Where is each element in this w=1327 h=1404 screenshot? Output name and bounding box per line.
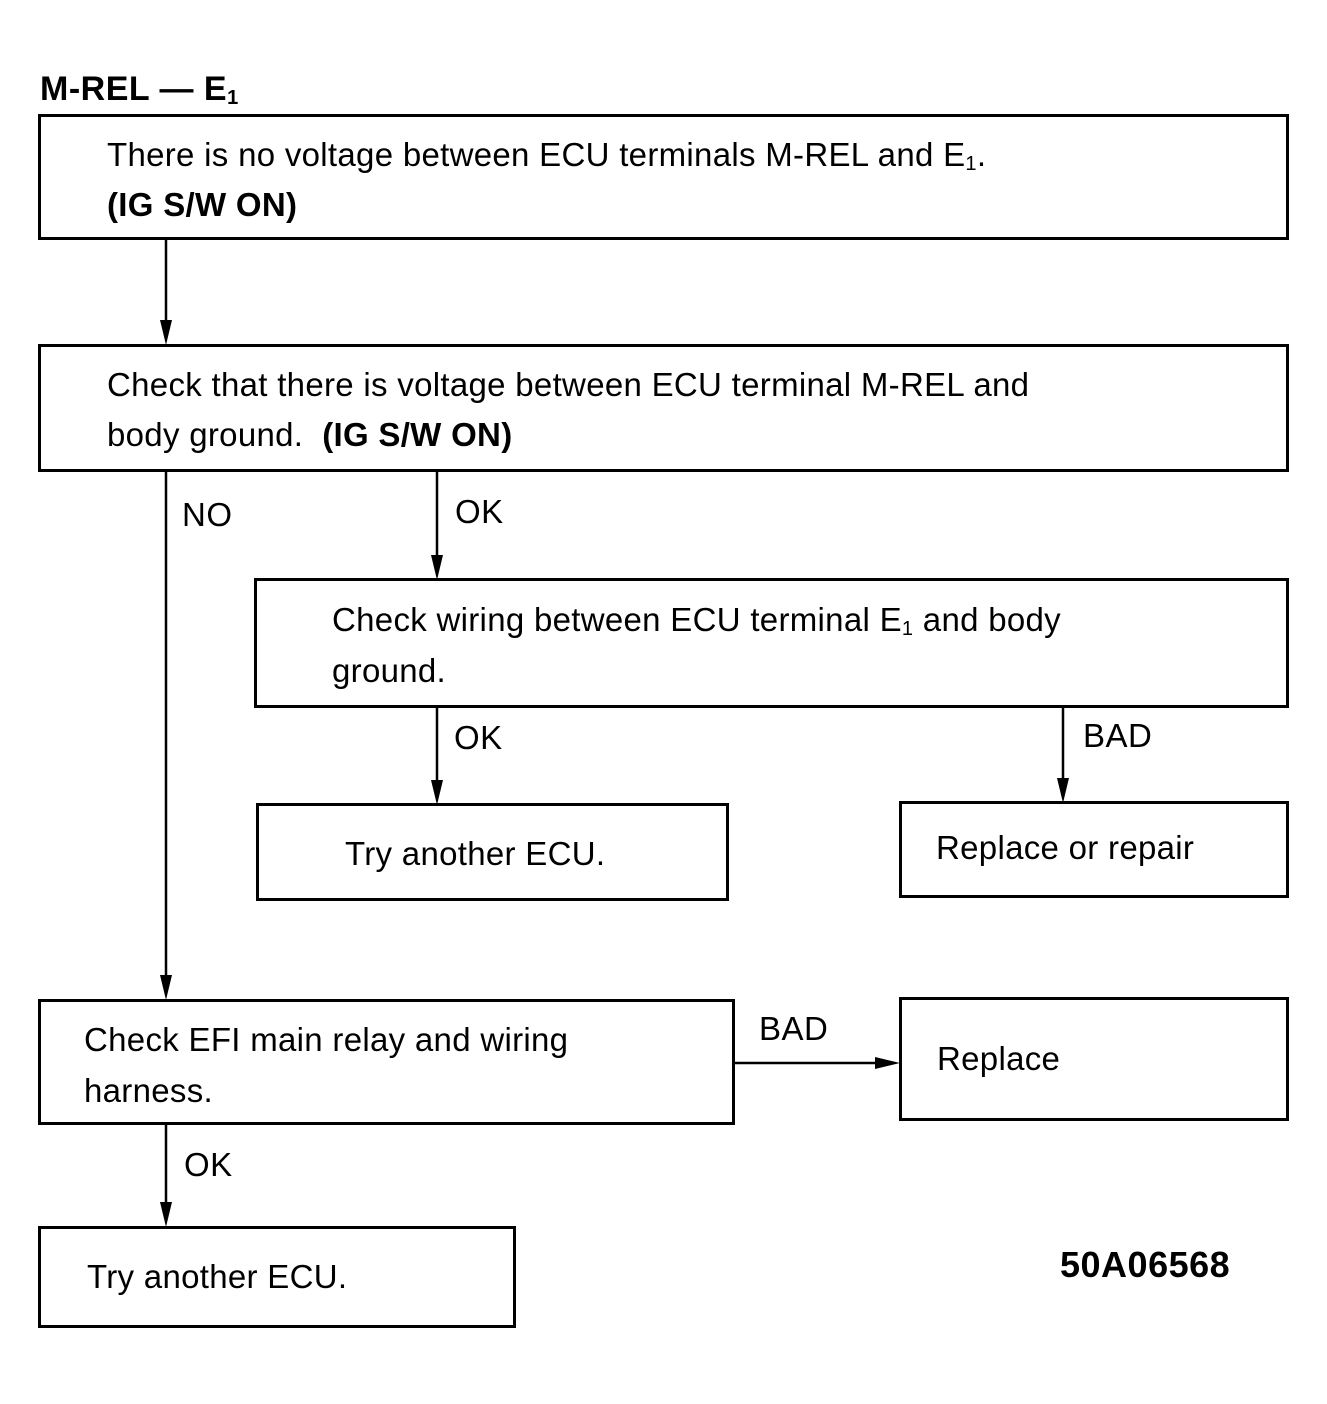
label-bad: BAD (759, 1010, 829, 1047)
replace-or-repair-text: Replace or repair (936, 829, 1195, 866)
and-body-text: and body (913, 601, 1061, 638)
ig-sw-on-condition: (IG S/W ON) (322, 416, 513, 453)
box-replace-or-repair: Replace or repair (899, 801, 1289, 898)
ig-sw-on-condition: (IG S/W ON) (107, 186, 298, 223)
title-main: M-REL — E (40, 70, 228, 108)
box-check-voltage-line2: body ground. (IG S/W ON) (107, 409, 512, 461)
label-bad: BAD (1083, 717, 1153, 754)
box-check-voltage: Check that there is voltage between ECU … (38, 344, 1289, 472)
arrowhead-box2 (160, 320, 172, 345)
body-ground-text: body ground. (107, 416, 304, 453)
box-no-voltage: There is no voltage between ECU terminal… (38, 114, 1289, 240)
diagram-title: M-REL — E1 (40, 70, 239, 109)
period: . (976, 136, 987, 173)
box-replace: Replace (899, 997, 1289, 1121)
arrowhead-box8 (160, 1202, 172, 1227)
arrowhead-box6 (160, 975, 172, 1000)
box-check-wiring-line2: ground. (332, 652, 447, 689)
box-check-wiring-line1: Check wiring between ECU terminal E1 and… (332, 594, 1061, 646)
box-check-efi-relay-line1: Check EFI main relay and wiring (84, 1021, 569, 1058)
box-no-voltage-text: There is no voltage between ECU terminal… (107, 136, 966, 173)
box-try-another-ecu: Try another ECU. (256, 803, 729, 901)
label-no: NO (182, 496, 233, 533)
label-ok: OK (455, 493, 504, 530)
title-subscript: 1 (227, 87, 239, 109)
replace-text: Replace (937, 1040, 1061, 1077)
box-check-efi-relay-line2: harness. (84, 1072, 213, 1109)
try-another-ecu-text: Try another ECU. (345, 835, 606, 872)
box-try-another-ecu-final: Try another ECU. (38, 1226, 516, 1328)
terminal-subscript: 1 (965, 153, 977, 175)
try-another-ecu-text: Try another ECU. (87, 1258, 348, 1295)
arrowhead-box7 (875, 1057, 900, 1069)
box-check-voltage-line1: Check that there is voltage between ECU … (107, 366, 1030, 403)
box-check-wiring: Check wiring between ECU terminal E1 and… (254, 578, 1289, 708)
figure-code: 50A06568 (1060, 1244, 1231, 1285)
arrowhead-box3 (431, 555, 443, 580)
label-ok: OK (454, 719, 503, 756)
label-ok: OK (184, 1146, 233, 1183)
box-no-voltage-line1: There is no voltage between ECU terminal… (107, 129, 986, 181)
arrowhead-box4 (431, 780, 443, 805)
terminal-subscript: 1 (901, 618, 914, 640)
arrowhead-box5 (1057, 778, 1069, 803)
box-check-efi-relay: Check EFI main relay and wiring harness. (38, 999, 735, 1125)
check-wiring-text: Check wiring between ECU terminal E (332, 601, 902, 638)
